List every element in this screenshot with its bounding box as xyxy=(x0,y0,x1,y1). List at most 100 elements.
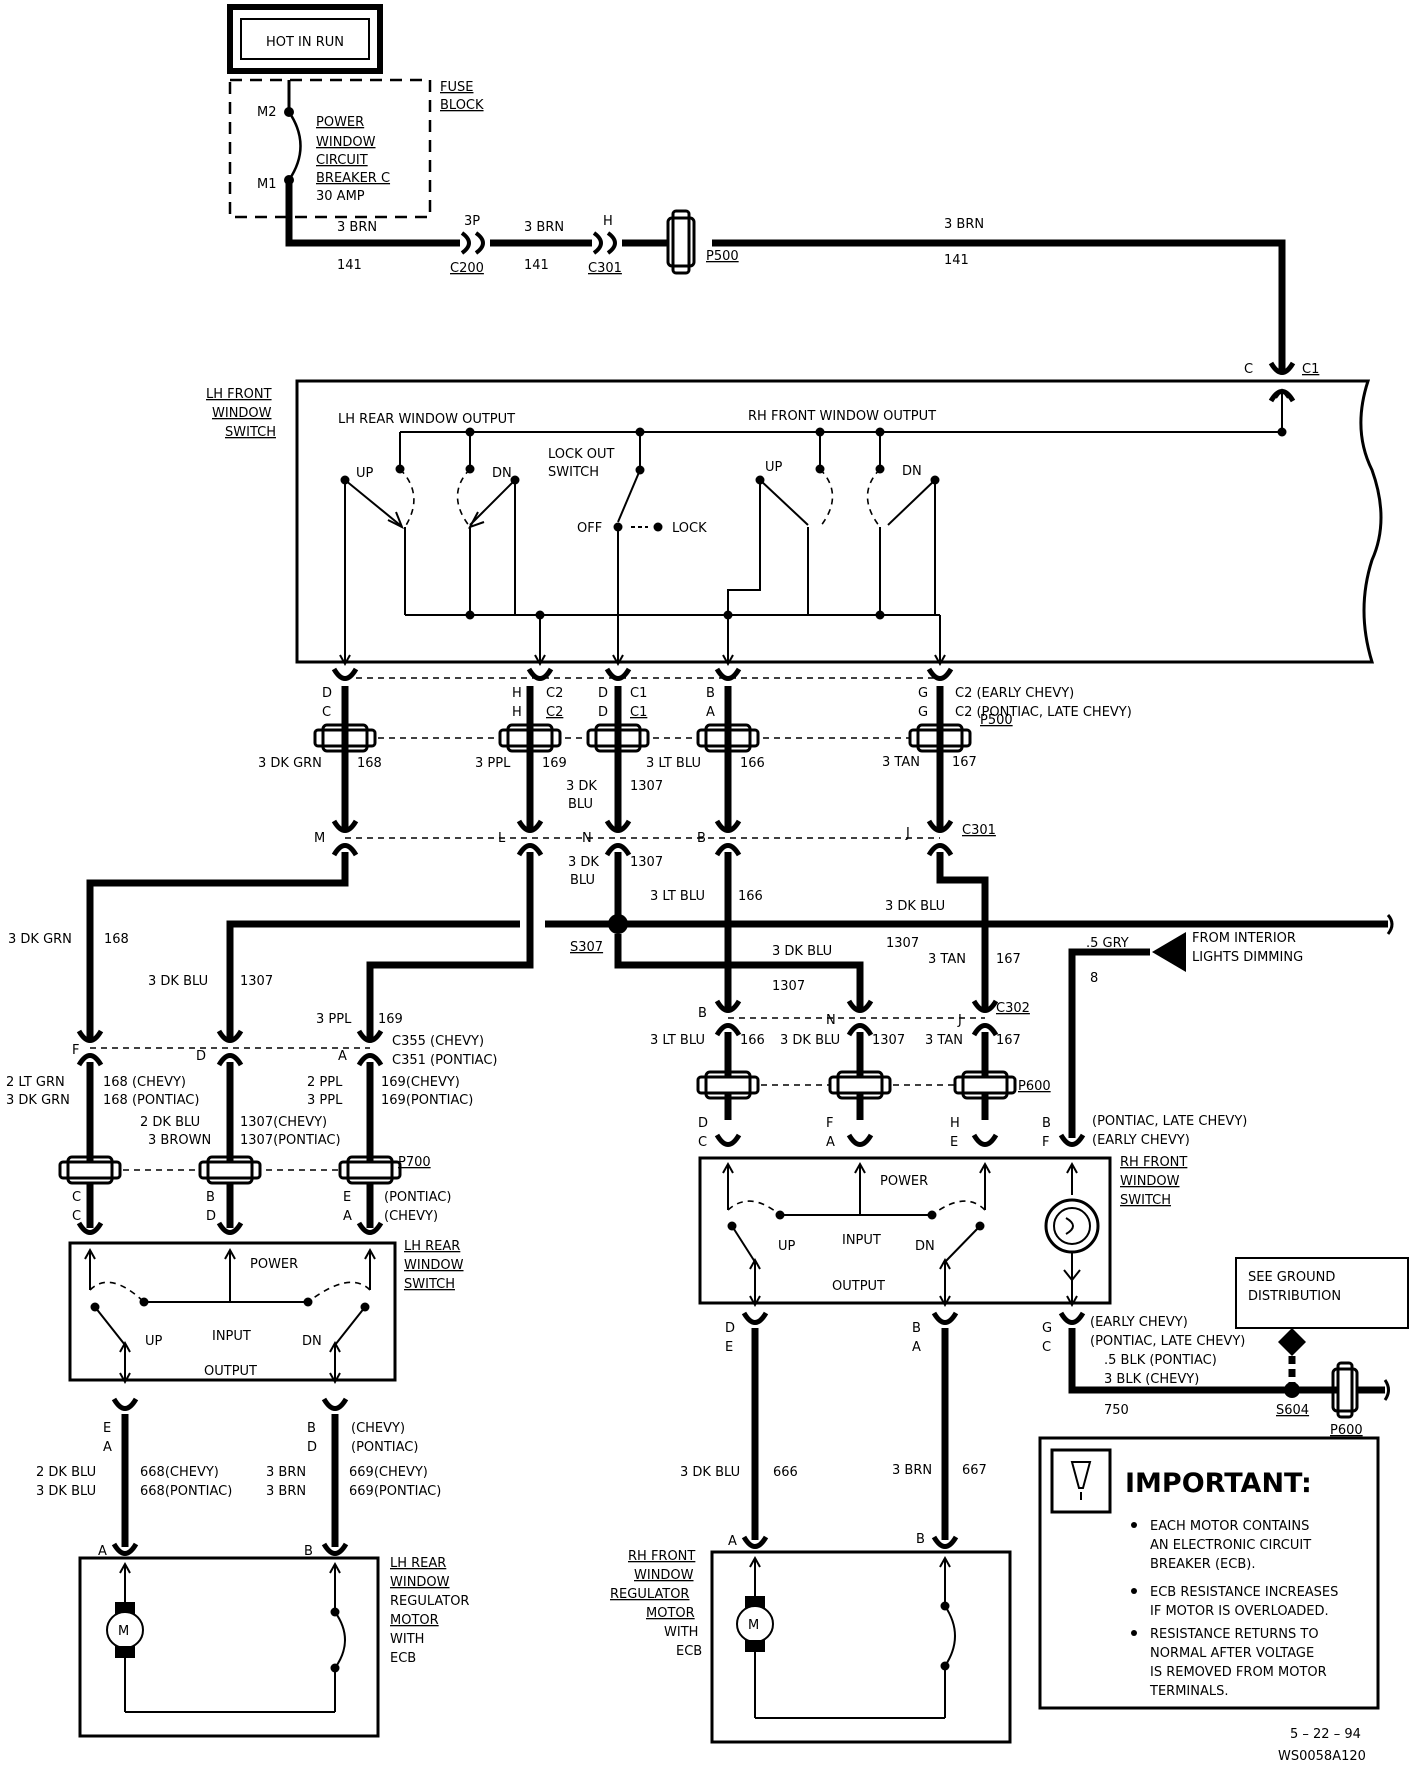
c200-connector xyxy=(460,231,485,255)
svg-text:668(CHEVY): 668(CHEVY) xyxy=(140,1465,219,1480)
important-note-box xyxy=(1038,1436,1380,1710)
svg-text:167: 167 xyxy=(952,755,977,770)
svg-text:A: A xyxy=(98,1544,107,1559)
svg-text:LH REAR: LH REAR xyxy=(404,1239,460,1254)
wire-169-lower xyxy=(366,852,534,1040)
svg-text:166: 166 xyxy=(738,889,763,904)
svg-text:WITH: WITH xyxy=(664,1625,698,1640)
svg-text:3 DK BLU: 3 DK BLU xyxy=(885,899,945,914)
lh-front-switch-title: LH FRONT xyxy=(206,387,272,402)
svg-text:WINDOW: WINDOW xyxy=(1120,1174,1180,1189)
svg-text:LOCK OUT: LOCK OUT xyxy=(548,447,614,462)
svg-text:A: A xyxy=(826,1135,835,1150)
svg-text:DN: DN xyxy=(915,1239,935,1254)
svg-text:(PONTIAC, LATE CHEVY): (PONTIAC, LATE CHEVY) xyxy=(1090,1334,1245,1349)
svg-text:167: 167 xyxy=(996,1033,1021,1048)
breaker-label: POWER xyxy=(316,115,364,130)
svg-text:C302: C302 xyxy=(996,1001,1030,1016)
svg-text:REGULATOR: REGULATOR xyxy=(610,1587,689,1602)
svg-text:SWITCH: SWITCH xyxy=(404,1277,455,1292)
svg-text:SWITCH: SWITCH xyxy=(548,465,599,480)
svg-text:DN: DN xyxy=(492,466,512,481)
svg-text:L: L xyxy=(498,831,506,846)
svg-text:OFF: OFF xyxy=(577,521,602,536)
svg-text:3 DK BLU: 3 DK BLU xyxy=(36,1484,96,1499)
svg-text:168: 168 xyxy=(357,756,382,771)
wire-750-ground xyxy=(1068,1328,1292,1394)
svg-text:LOCK: LOCK xyxy=(672,521,707,536)
svg-text:MOTOR: MOTOR xyxy=(390,1613,439,1628)
wire-8-gry xyxy=(1068,948,1150,1125)
svg-text:LH REAR: LH REAR xyxy=(390,1556,446,1571)
svg-text:H: H xyxy=(950,1116,960,1131)
svg-text:UP: UP xyxy=(356,466,374,481)
svg-text:WINDOW: WINDOW xyxy=(404,1258,464,1273)
svg-text:141: 141 xyxy=(337,258,362,273)
lh-rear-motor-box xyxy=(78,1556,380,1738)
svg-text:IS REMOVED FROM MOTOR: IS REMOVED FROM MOTOR xyxy=(1150,1665,1327,1680)
svg-text:D: D xyxy=(725,1321,735,1336)
hot-in-run-label: HOT IN RUN xyxy=(266,35,344,50)
svg-text:P500: P500 xyxy=(706,249,739,264)
svg-text:166: 166 xyxy=(740,756,765,771)
svg-text:3 DK BLU: 3 DK BLU xyxy=(148,974,208,989)
svg-text:WINDOW: WINDOW xyxy=(212,406,272,421)
important-title: IMPORTANT: xyxy=(1125,1468,1312,1499)
svg-text:REGULATOR: REGULATOR xyxy=(390,1594,469,1609)
svg-text:2 DK BLU: 2 DK BLU xyxy=(140,1115,200,1130)
svg-text:3 BRN: 3 BRN xyxy=(337,220,377,235)
svg-text:C301: C301 xyxy=(962,823,996,838)
svg-text:BREAKER (ECB).: BREAKER (ECB). xyxy=(1150,1557,1255,1572)
svg-text:B: B xyxy=(706,686,715,701)
svg-text:WINDOW: WINDOW xyxy=(390,1575,450,1590)
svg-text:A: A xyxy=(338,1049,347,1064)
svg-text:DN: DN xyxy=(302,1334,322,1349)
wire-1307-branch xyxy=(226,920,520,1040)
svg-text:M: M xyxy=(748,1618,759,1633)
svg-text:DN: DN xyxy=(902,464,922,479)
svg-text:CIRCUIT: CIRCUIT xyxy=(316,153,368,168)
svg-text:P500: P500 xyxy=(980,713,1013,728)
wire-168-lower xyxy=(86,852,349,1040)
svg-text:M: M xyxy=(118,1624,129,1639)
svg-text:C355 (CHEVY): C355 (CHEVY) xyxy=(392,1034,484,1049)
circuit-breaker-symbol xyxy=(287,111,302,181)
svg-text:(PONTIAC): (PONTIAC) xyxy=(384,1190,451,1205)
svg-text:3 DK GRN: 3 DK GRN xyxy=(258,756,322,771)
lh-front-switch-box xyxy=(295,379,1383,664)
svg-text:WITH: WITH xyxy=(390,1632,424,1647)
diagram-code: WS0058A120 xyxy=(1278,1749,1366,1764)
svg-text:D: D xyxy=(322,686,332,701)
svg-text:1307: 1307 xyxy=(630,855,663,870)
splice-s307 xyxy=(608,914,628,934)
c302-connector-row xyxy=(717,1001,996,1035)
svg-text:C1: C1 xyxy=(1302,362,1319,377)
svg-text:1307: 1307 xyxy=(886,936,919,951)
svg-text:3 TAN: 3 TAN xyxy=(882,755,920,770)
svg-text:ECB: ECB xyxy=(676,1644,702,1659)
svg-text:3 DK: 3 DK xyxy=(566,779,597,794)
svg-text:3 DK BLU: 3 DK BLU xyxy=(772,944,832,959)
svg-text:SEE GROUND: SEE GROUND xyxy=(1248,1270,1335,1285)
svg-text:A: A xyxy=(728,1534,737,1549)
svg-text:(CHEVY): (CHEVY) xyxy=(351,1421,405,1436)
svg-text:S307: S307 xyxy=(570,940,603,955)
svg-text:169: 169 xyxy=(378,1012,403,1027)
svg-text:C1: C1 xyxy=(630,705,647,720)
svg-text:(EARLY CHEVY): (EARLY CHEVY) xyxy=(1090,1315,1188,1330)
svg-text:C: C xyxy=(1244,362,1253,377)
svg-text:ECB: ECB xyxy=(390,1651,416,1666)
svg-text:3P: 3P xyxy=(464,214,480,229)
p700-connector-row xyxy=(58,1155,402,1185)
svg-text:141: 141 xyxy=(944,253,969,268)
svg-text:G: G xyxy=(918,705,928,720)
svg-text:3 DK GRN: 3 DK GRN xyxy=(6,1093,70,1108)
svg-text:A: A xyxy=(343,1209,352,1224)
svg-text:S604: S604 xyxy=(1276,1403,1309,1418)
svg-text:1307: 1307 xyxy=(872,1033,905,1048)
svg-text:2 LT GRN: 2 LT GRN xyxy=(6,1075,65,1090)
svg-text:(PONTIAC): (PONTIAC) xyxy=(351,1440,418,1455)
svg-text:RH FRONT WINDOW OUTPUT: RH FRONT WINDOW OUTPUT xyxy=(748,409,936,424)
svg-text:3 PPL: 3 PPL xyxy=(316,1012,352,1027)
